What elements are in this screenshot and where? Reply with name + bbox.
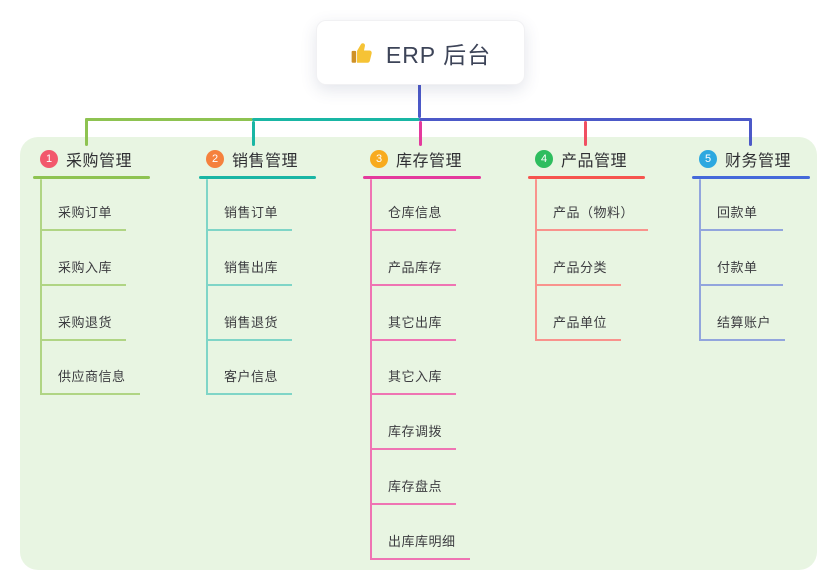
children-spine-line <box>370 179 372 560</box>
branch-title: 销售管理 <box>232 153 299 170</box>
branch-header-2[interactable]: 2 销售管理 <box>206 148 298 170</box>
branch-underline <box>199 176 316 179</box>
branch-header-5[interactable]: 5 财务管理 <box>699 148 791 170</box>
child-node[interactable]: 销售出库 <box>206 259 293 286</box>
branch-number-badge: 2 <box>206 150 224 168</box>
children-spine-line <box>699 179 701 341</box>
child-node[interactable]: 产品分类 <box>535 259 622 286</box>
child-node[interactable]: 库存调拨 <box>370 423 457 451</box>
child-node[interactable]: 销售订单 <box>206 204 293 231</box>
branch-underline <box>692 176 810 179</box>
branch-number-badge: 5 <box>699 150 717 168</box>
branch-number-badge: 1 <box>40 150 58 168</box>
branch-underline <box>33 176 150 179</box>
child-node[interactable]: 库存盘点 <box>370 478 457 505</box>
children-spine-line <box>206 179 208 396</box>
child-node[interactable]: 供应商信息 <box>40 368 140 396</box>
branch-header-4[interactable]: 4 产品管理 <box>535 148 627 170</box>
root-node[interactable]: ERP 后台 <box>316 20 525 85</box>
child-node[interactable]: 产品库存 <box>370 259 457 286</box>
child-node[interactable]: 仓库信息 <box>370 204 457 231</box>
branch-drop-line-4 <box>584 121 587 146</box>
branch-header-3[interactable]: 3 库存管理 <box>370 148 462 170</box>
child-node[interactable]: 采购订单 <box>40 204 127 231</box>
children-spine-line <box>40 179 42 396</box>
child-node[interactable]: 结算账户 <box>699 314 786 341</box>
branch-underline <box>528 176 645 179</box>
child-node[interactable]: 付款单 <box>699 259 783 286</box>
child-node[interactable]: 回款单 <box>699 204 783 231</box>
root-label: ERP 后台 <box>385 41 492 68</box>
child-node[interactable]: 出库库明细 <box>370 533 470 560</box>
branch-drop-line-1 <box>85 118 88 146</box>
child-node[interactable]: 其它出库 <box>370 314 457 341</box>
thumbs-up-icon <box>350 40 376 66</box>
branch-drop-line-5 <box>749 118 752 146</box>
child-node[interactable]: 产品单位 <box>535 314 622 341</box>
branch-underline <box>363 176 481 179</box>
root-connector-line <box>417 84 421 118</box>
child-node[interactable]: 产品（物料） <box>535 204 649 231</box>
branch-title: 采购管理 <box>66 153 133 170</box>
children-spine-line <box>535 179 537 341</box>
child-node[interactable]: 销售退货 <box>206 314 293 341</box>
branch-title: 财务管理 <box>725 153 792 170</box>
branch-number-badge: 4 <box>535 150 553 168</box>
child-node[interactable]: 采购入库 <box>40 259 127 286</box>
branch-title: 产品管理 <box>561 153 628 170</box>
bus-segment-1 <box>85 118 253 121</box>
child-node[interactable]: 客户信息 <box>206 368 293 396</box>
branch-header-1[interactable]: 1 采购管理 <box>40 148 132 170</box>
branch-number-badge: 3 <box>370 150 388 168</box>
branch-drop-line-3 <box>419 121 422 146</box>
branch-drop-line-2 <box>252 121 255 146</box>
child-node[interactable]: 其它入库 <box>370 368 457 396</box>
branch-title: 库存管理 <box>396 153 463 170</box>
bus-segment-3 <box>419 118 751 121</box>
bus-segment-2 <box>252 118 420 121</box>
background-panel <box>20 137 817 570</box>
child-node[interactable]: 采购退货 <box>40 314 127 341</box>
